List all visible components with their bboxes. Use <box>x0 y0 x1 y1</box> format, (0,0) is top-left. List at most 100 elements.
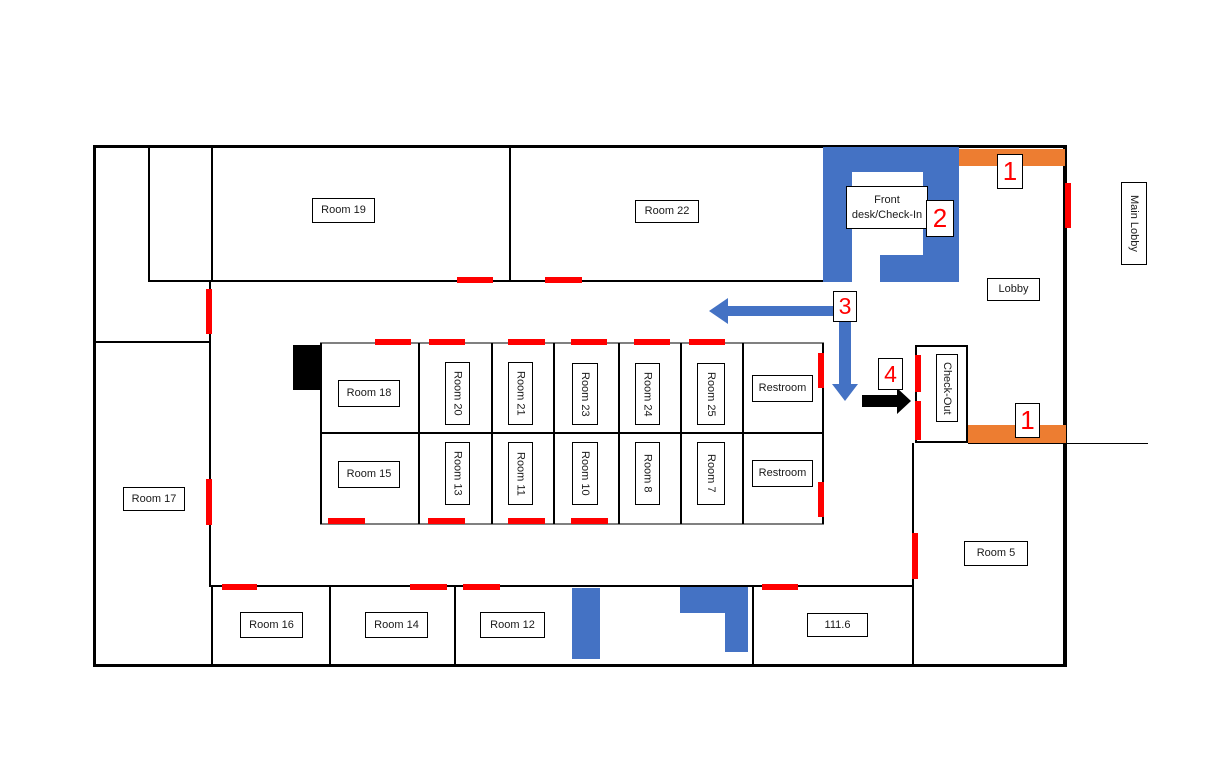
wall-segment <box>210 585 914 587</box>
main-lobby-text: Main Lobby <box>1128 195 1141 252</box>
wall-segment <box>1063 145 1067 667</box>
lobby-label: Lobby <box>987 278 1040 301</box>
wall-segment <box>454 587 456 665</box>
room-13-label: Room 13 <box>445 442 470 505</box>
utility-closet <box>293 345 320 390</box>
wall-segment <box>968 442 1066 444</box>
room-13-text: Room 13 <box>451 451 464 496</box>
room-17-text: Room 17 <box>131 492 177 505</box>
room-19-label: Room 19 <box>312 198 375 223</box>
room-block-wall <box>491 343 493 524</box>
restroom-bottom-label: Restroom <box>752 460 813 487</box>
front-desk-text-line1: Front <box>874 194 900 207</box>
front-desk-label: Front desk/Check-In <box>846 186 928 229</box>
door-marker <box>375 339 411 345</box>
door-marker <box>818 482 824 517</box>
door-marker <box>206 479 212 525</box>
restroom-bottom-text: Restroom <box>758 467 807 480</box>
door-marker <box>689 339 725 345</box>
room-block-wall <box>742 343 744 524</box>
wall-segment <box>211 147 213 282</box>
station-1-exit-badge: 1 <box>1015 403 1040 438</box>
room-21-text: Room 21 <box>514 371 527 416</box>
door-marker <box>634 339 670 345</box>
room-12-text: Room 12 <box>490 618 535 631</box>
door-marker <box>428 518 465 524</box>
door-marker <box>912 533 918 579</box>
front-desk-shape <box>823 147 959 282</box>
door-marker <box>571 339 607 345</box>
wall-segment <box>93 145 96 667</box>
station-2-check-in-badge: 2 <box>926 200 954 237</box>
room-block-wall <box>553 343 555 524</box>
room-7-label: Room 7 <box>697 442 725 505</box>
room-19-text: Room 19 <box>321 204 366 217</box>
restroom-top-label: Restroom <box>752 375 813 402</box>
wall-segment <box>93 664 1067 667</box>
room-17-label: Room 17 <box>123 487 185 511</box>
room-18-text: Room 18 <box>346 387 392 400</box>
room-12-label: Room 12 <box>480 612 545 638</box>
door-marker <box>429 339 465 345</box>
door-marker <box>571 518 608 524</box>
wall-segment <box>148 147 150 282</box>
room-11-text: Room 11 <box>514 451 527 496</box>
room-10-label: Room 10 <box>572 442 598 505</box>
room-16-text: Room 16 <box>249 618 294 631</box>
main-lobby-label: Main Lobby <box>1121 182 1147 265</box>
door-marker <box>508 339 545 345</box>
station-1-entrance-badge: 1 <box>997 154 1023 189</box>
wall-segment <box>209 282 211 587</box>
room-111-6-text: 111.6 <box>824 618 851 631</box>
door-marker <box>463 584 500 590</box>
station-3-route-text: 3 <box>838 293 852 319</box>
room-block-wall <box>822 343 824 524</box>
room-16-label: Room 16 <box>240 612 303 638</box>
wall-segment <box>509 147 511 282</box>
restroom-top-text: Restroom <box>758 382 807 395</box>
check-out-label: Check-Out <box>936 354 958 422</box>
check-out-room <box>915 345 968 443</box>
room-8-label: Room 8 <box>635 442 660 505</box>
room-23-text: Room 23 <box>579 371 592 417</box>
door-marker <box>915 401 921 440</box>
door-marker <box>762 584 798 590</box>
room-8-text: Room 8 <box>641 454 654 493</box>
room-block-wall <box>418 343 420 524</box>
station-4-check-out-badge: 4 <box>878 358 903 390</box>
room-20-label: Room 20 <box>445 362 470 425</box>
room-14-text: Room 14 <box>374 618 419 631</box>
room-25-text: Room 25 <box>705 371 718 417</box>
door-marker <box>206 289 212 334</box>
room-5-text: Room 5 <box>976 547 1016 560</box>
bottom-l-shape <box>680 587 748 652</box>
door-marker <box>1065 183 1071 228</box>
room-5-label: Room 5 <box>964 541 1028 566</box>
wall-segment <box>752 587 754 665</box>
door-marker <box>457 277 493 283</box>
room-15-text: Room 15 <box>346 468 392 481</box>
wall-segment <box>93 341 211 343</box>
room-25-label: Room 25 <box>697 363 725 425</box>
door-marker <box>545 277 582 283</box>
door-marker <box>818 353 824 388</box>
wall-segment <box>211 587 213 665</box>
room-24-label: Room 24 <box>635 363 660 425</box>
room-7-text: Room 7 <box>705 454 718 493</box>
door-marker <box>328 518 365 524</box>
door-marker <box>410 584 447 590</box>
lobby-text: Lobby <box>998 283 1029 296</box>
check-out-arrow-icon <box>862 388 911 414</box>
check-out-text: Check-Out <box>941 361 954 415</box>
front-desk-text-line2: desk/Check-In <box>851 208 923 221</box>
wall-segment <box>329 587 331 665</box>
room-18-label: Room 18 <box>338 380 400 407</box>
room-block-middle-wall <box>320 432 824 434</box>
room-22-text: Room 22 <box>644 205 690 218</box>
station-1-exit-text: 1 <box>1020 405 1035 435</box>
door-marker <box>915 355 921 392</box>
room-23-label: Room 23 <box>572 363 598 425</box>
room-111-6-label: 111.6 <box>807 613 868 637</box>
